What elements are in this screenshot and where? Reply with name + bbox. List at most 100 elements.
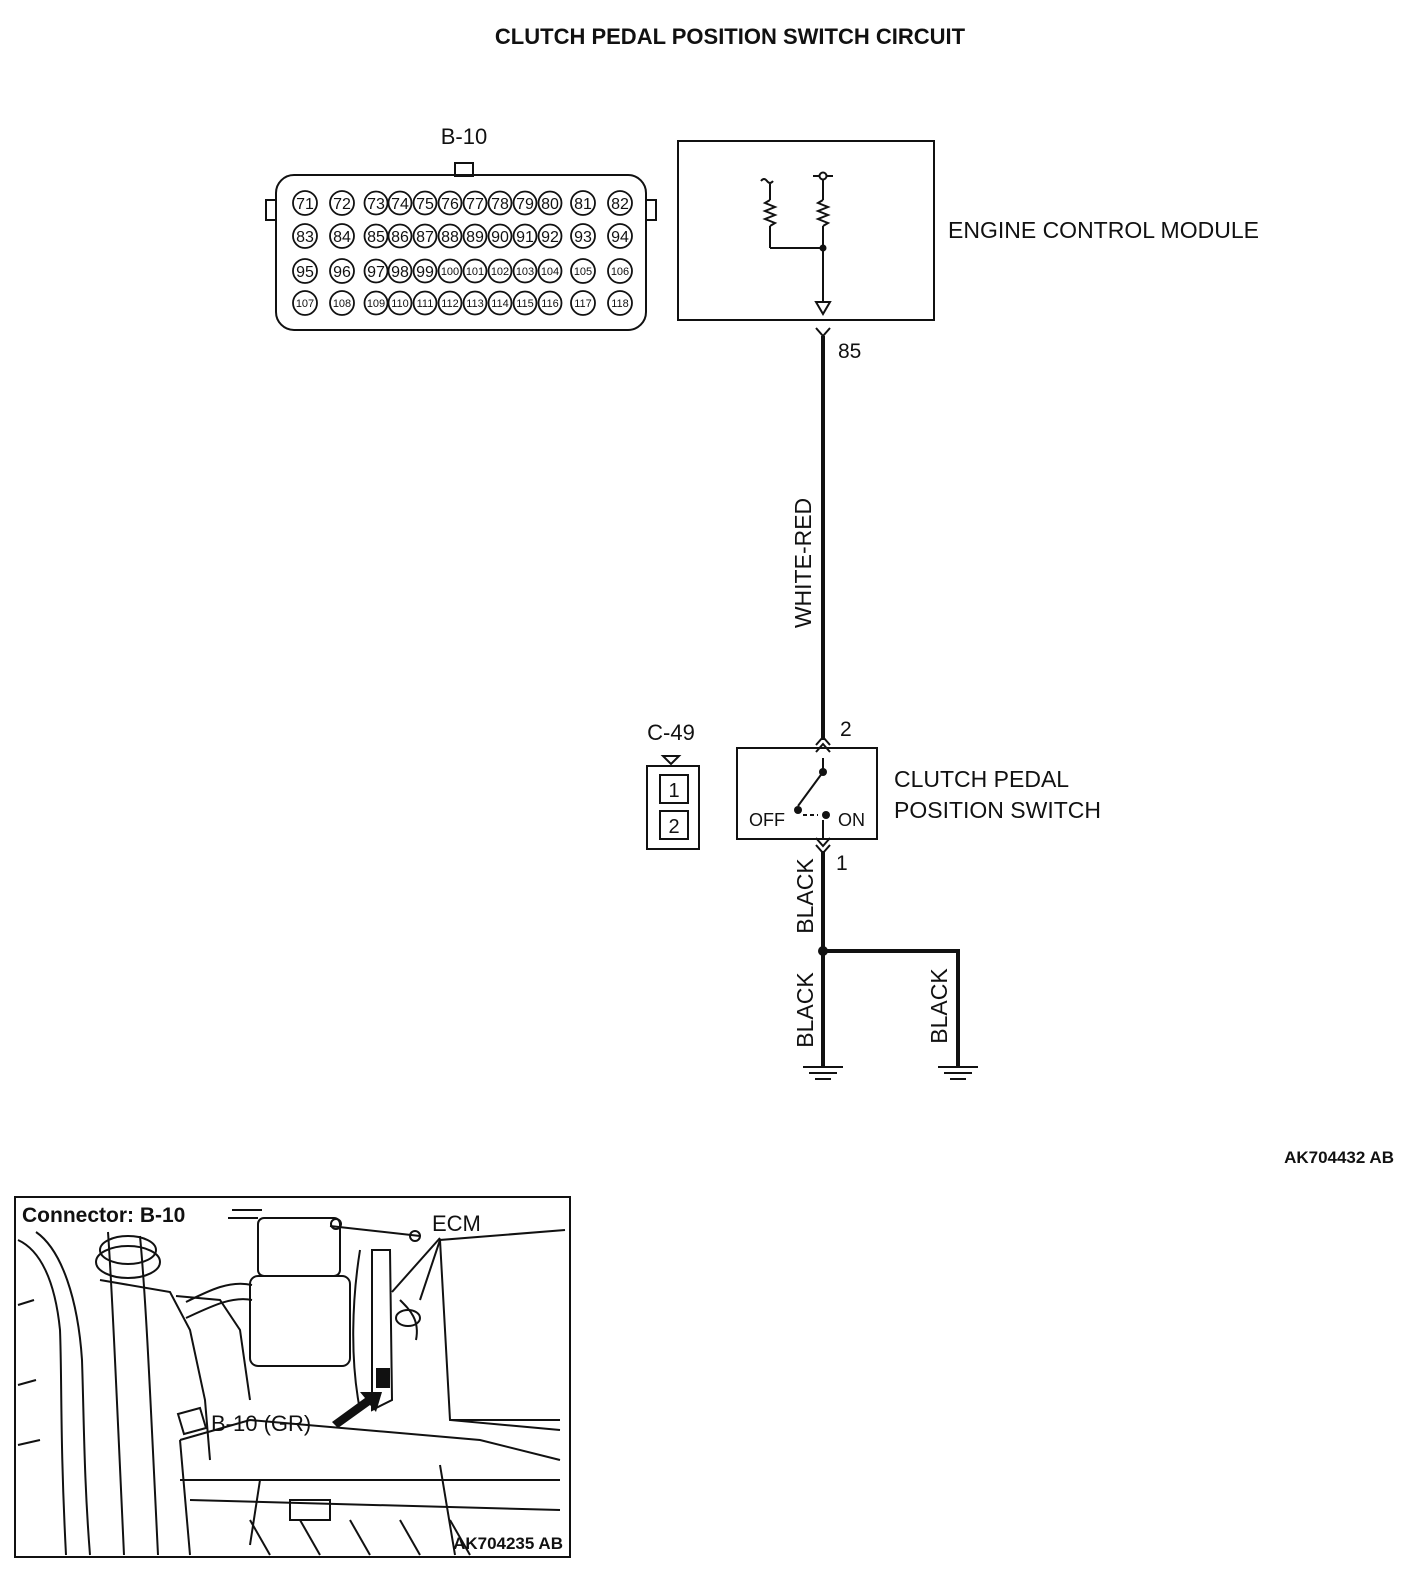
b10-pin-118: 118 — [611, 298, 629, 310]
wire-black-label-2: BLACK — [792, 972, 818, 1048]
b10-pin-112: 112 — [441, 298, 459, 310]
b10-pin-97: 97 — [367, 264, 385, 281]
b10-pin-94: 94 — [611, 229, 629, 246]
b10-pin-circle — [292, 290, 318, 316]
b10-pin-circle — [537, 290, 563, 316]
b10-pin-circle — [512, 258, 538, 284]
b10-pin-92: 92 — [541, 229, 559, 246]
b10-pin-110: 110 — [391, 298, 409, 310]
b10-pin-circle — [363, 258, 389, 284]
b10-pin-circle — [487, 290, 513, 316]
b10-pin-circle — [462, 190, 488, 216]
switch-pin-1: 1 — [836, 852, 848, 875]
b10-pin-circle — [329, 223, 355, 249]
b10-pin-83: 83 — [296, 229, 314, 246]
b10-pin-102: 102 — [491, 266, 509, 278]
b10-pin-circle — [292, 190, 318, 216]
b10-pin-103: 103 — [516, 266, 534, 278]
c49-pin-1: 1 — [668, 780, 679, 802]
ecm-label: ENGINE CONTROL MODULE — [948, 217, 1259, 243]
b10-pin-88: 88 — [441, 229, 459, 246]
b10-pin-87: 87 — [416, 229, 434, 246]
b10-pin-circle — [487, 223, 513, 249]
wire-white-red-label: WHITE-RED — [790, 498, 816, 628]
b10-pin-117: 117 — [574, 298, 592, 310]
b10-label: B-10 — [441, 124, 487, 149]
b10-pin-circle — [512, 290, 538, 316]
diagram-title: CLUTCH PEDAL POSITION SWITCH CIRCUIT — [495, 24, 966, 49]
b10-pin-80: 80 — [541, 196, 559, 213]
b10-pin-circle — [437, 290, 463, 316]
b10-pin-circle — [537, 258, 563, 284]
b10-pin-84: 84 — [333, 229, 351, 246]
b10-pin-72: 72 — [333, 196, 351, 213]
b10-pin-98: 98 — [391, 264, 409, 281]
b10-pin-circle — [462, 258, 488, 284]
b10-pin-113: 113 — [466, 298, 484, 310]
b10-pin-114: 114 — [491, 298, 509, 310]
b10-pin-circle — [292, 258, 318, 284]
b10-pin-circle — [412, 190, 438, 216]
b10-pin-circle — [487, 190, 513, 216]
b10-pin-101: 101 — [466, 266, 484, 278]
b10-pin-circle — [329, 258, 355, 284]
b10-pin-circle — [462, 223, 488, 249]
b10-pin-86: 86 — [391, 229, 409, 246]
b10-pin-circle — [570, 290, 596, 316]
b10-pin-circle — [387, 258, 413, 284]
b10-pin-100: 100 — [441, 266, 459, 278]
b10-pin-circle — [437, 223, 463, 249]
b10-pin-78: 78 — [491, 196, 509, 213]
b10-pin-circle — [607, 290, 633, 316]
b10-pin-circle — [412, 223, 438, 249]
wire-black-label-3: BLACK — [926, 968, 952, 1044]
b10-pin-73: 73 — [367, 196, 385, 213]
b10-pin-circle — [363, 190, 389, 216]
b10-pin-circle — [387, 223, 413, 249]
b10-pin-circle — [537, 223, 563, 249]
b10-pin-91: 91 — [516, 229, 534, 246]
b10-pin-96: 96 — [333, 264, 351, 281]
switch-label-line1: CLUTCH PEDAL — [894, 766, 1069, 792]
b10-pin-116: 116 — [541, 298, 559, 310]
b10-pin-circle — [412, 258, 438, 284]
b10-pin-76: 76 — [441, 196, 459, 213]
b10-pin-74: 74 — [391, 196, 409, 213]
switch-pin-2: 2 — [840, 718, 852, 741]
b10-pin-93: 93 — [574, 229, 592, 246]
b10-pin-90: 90 — [491, 229, 509, 246]
b10-pin-109: 109 — [367, 298, 385, 310]
ground-symbol-2 — [938, 1066, 978, 1080]
ecm-pin-85: 85 — [838, 340, 861, 363]
b10-pin-106: 106 — [611, 266, 629, 278]
b10-pin-circle — [487, 258, 513, 284]
b10-pin-circle — [570, 258, 596, 284]
b10-pin-circle — [607, 223, 633, 249]
b10-pin-75: 75 — [416, 196, 434, 213]
b10-pin-81: 81 — [574, 196, 592, 213]
b10-pin-85: 85 — [367, 229, 385, 246]
figure-code-diagram: AK704432 AB — [1284, 1148, 1394, 1167]
switch-label-line2: POSITION SWITCH — [894, 797, 1101, 823]
b10-pin-circle — [412, 290, 438, 316]
wire-black-branch — [823, 949, 960, 1066]
b10-pin-95: 95 — [296, 264, 314, 281]
b10-pin-circle — [537, 190, 563, 216]
ecm-box: ENGINE CONTROL MODULE — [677, 140, 1259, 321]
b10-pin-115: 115 — [516, 298, 534, 310]
b10-pin-107: 107 — [296, 298, 314, 310]
b10-pin-89: 89 — [466, 229, 484, 246]
ground-symbol-1 — [803, 1066, 843, 1080]
switch-on-label: ON — [838, 810, 865, 830]
b10-pin-105: 105 — [574, 266, 592, 278]
connector-location-photo: Connector: B-10 ECM B-10 (GR) AK704235 A… — [14, 1196, 571, 1558]
b10-pin-79: 79 — [516, 196, 534, 213]
b10-pin-82: 82 — [611, 196, 629, 213]
b10-pin-circle — [607, 190, 633, 216]
b10-pin-circle — [329, 190, 355, 216]
b10-pin-circle — [387, 290, 413, 316]
b10-pin-77: 77 — [466, 196, 484, 213]
figure-code-photo: AK704235 AB — [453, 1534, 563, 1553]
c49-connector: C-49 1 2 — [646, 720, 700, 850]
